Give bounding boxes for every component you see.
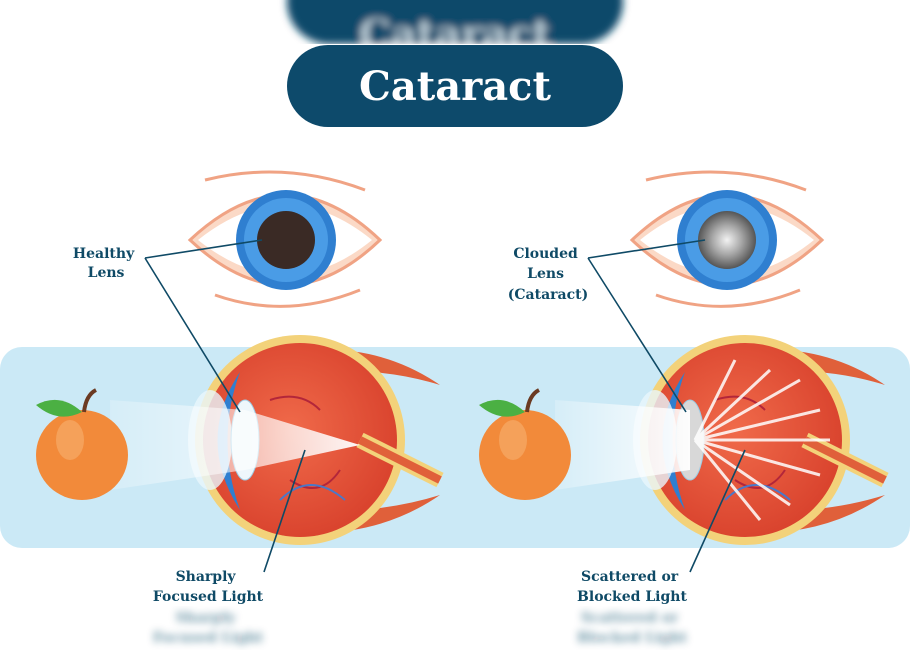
- healthy-eye-front: [187, 170, 383, 308]
- focused-light-reflection: Sharply Focused Light: [153, 610, 264, 646]
- scattered-light-rays: [693, 359, 830, 521]
- leader-lines: [144, 239, 746, 573]
- label-reflections: Sharply Focused Light Scattered or Block…: [153, 610, 688, 646]
- incoming-light-beam: [555, 400, 690, 490]
- title-text: Cataract: [359, 63, 551, 110]
- apple-right: [479, 388, 571, 500]
- title-banner: Cataract: [287, 45, 623, 127]
- focused-light-label: Sharply Focused Light: [153, 569, 264, 605]
- scattered-light-label: Scattered or Blocked Light: [577, 569, 687, 605]
- apple-left: [36, 388, 128, 500]
- clouded-lens-label: Clouded Lens (Cataract): [508, 246, 588, 303]
- focused-light-beam: [110, 400, 360, 490]
- healthy-lens-label: Healthy Lens: [73, 246, 139, 281]
- cataract-eye-front: [629, 170, 825, 308]
- scattered-light-reflection: Scattered or Blocked Light: [577, 610, 687, 646]
